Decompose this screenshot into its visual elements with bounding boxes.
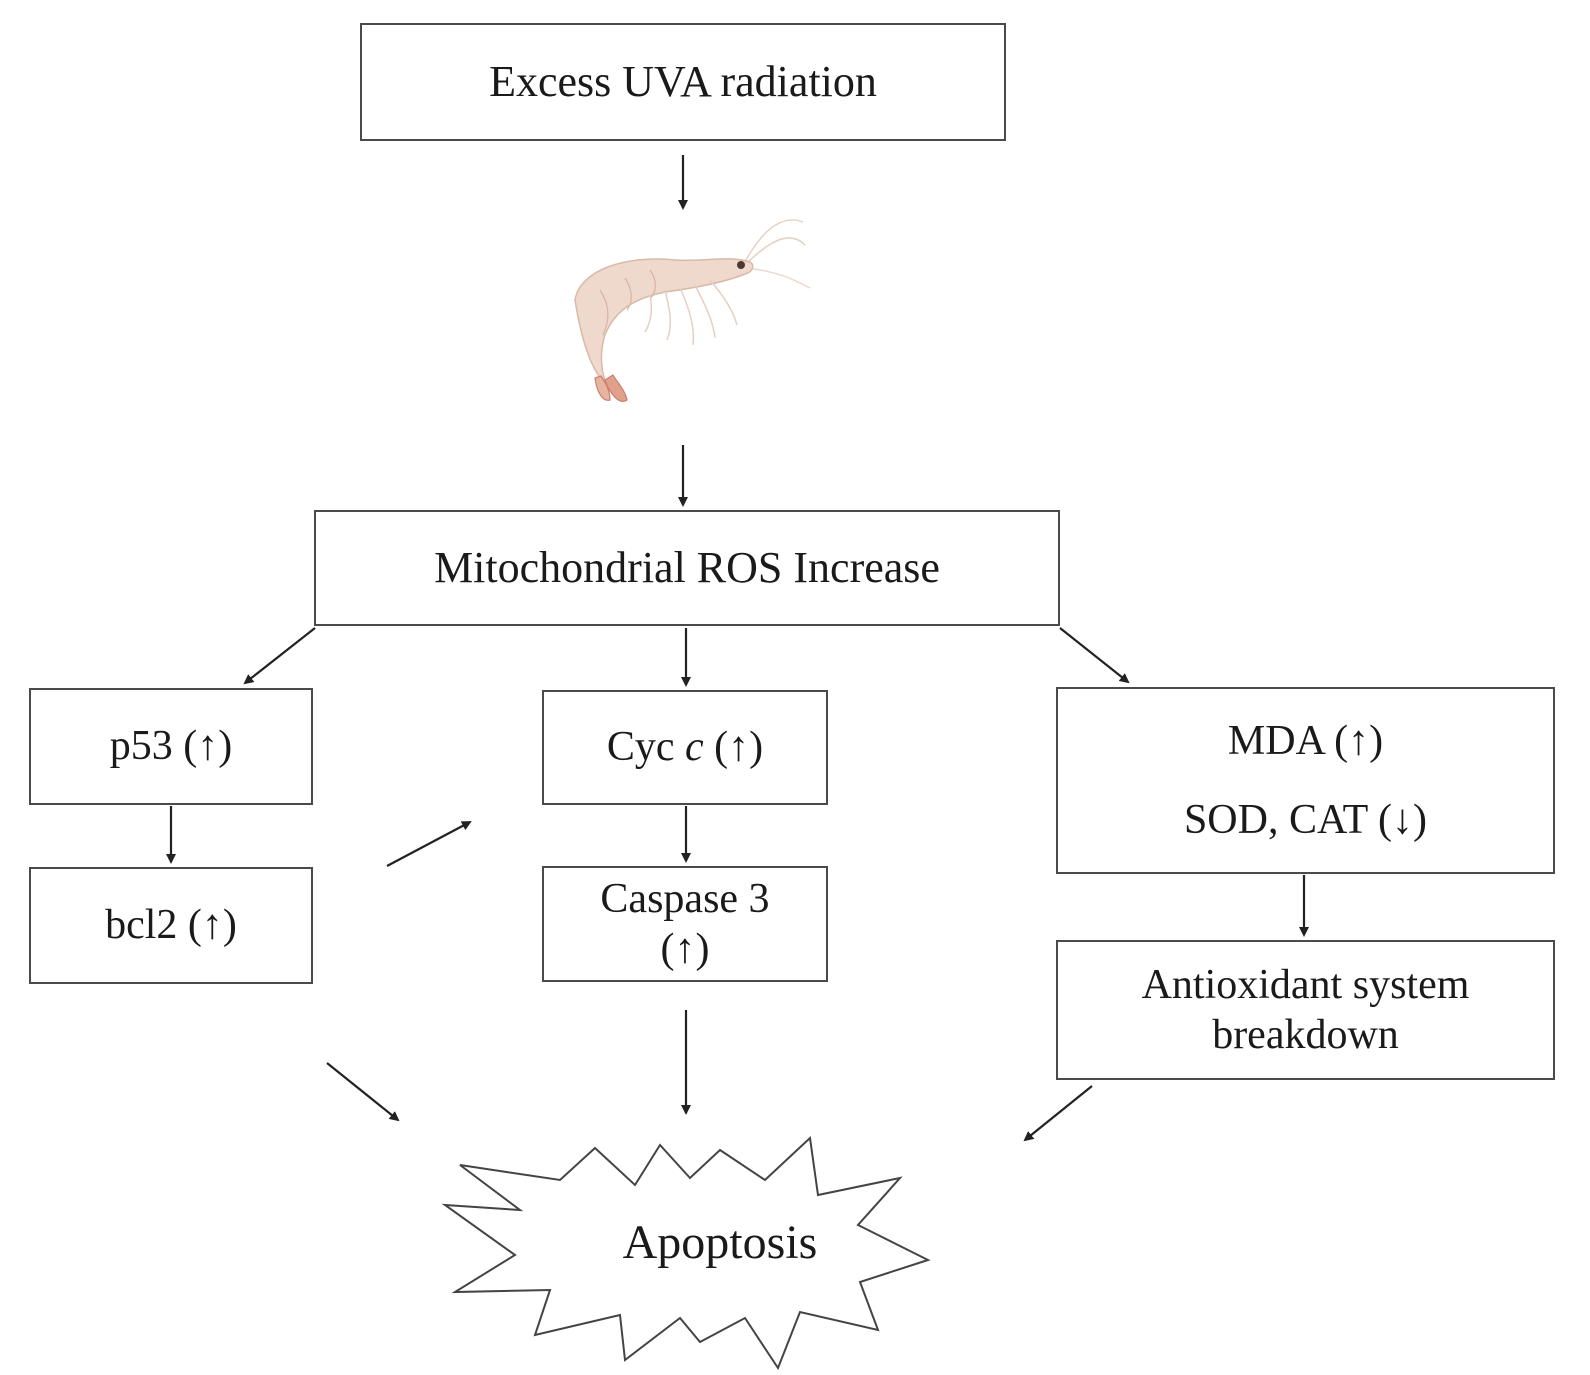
- antioxidant-line1: Antioxidant system: [1141, 961, 1470, 1008]
- sod-cat-line: SOD, CAT (↓): [1183, 796, 1428, 843]
- caspase-line1: Caspase 3: [600, 875, 770, 922]
- arrow-ros-to-p53: [243, 627, 316, 685]
- cytochrome-c-box: Cyc c (↑): [542, 690, 828, 805]
- caspase-3-box: Caspase 3 (↑): [542, 866, 828, 982]
- p53-box: p53 (↑): [29, 688, 313, 805]
- cyc-italic: c: [685, 724, 704, 771]
- caspase-line2: (↑): [660, 926, 710, 972]
- bcl2-box: bcl2 (↑): [29, 867, 313, 984]
- uva-radiation-box: Excess UVA radiation: [360, 23, 1006, 141]
- shrimp-icon: [574, 219, 811, 402]
- p53-label: p53 (↑): [109, 723, 233, 770]
- antioxidant-line2: breakdown: [1212, 1012, 1399, 1058]
- arrow-antioxidant-to-apoptosis: [1023, 1085, 1093, 1142]
- bcl2-label: bcl2 (↑): [105, 902, 237, 949]
- uva-radiation-label: Excess UVA radiation: [489, 56, 877, 106]
- arrow-ros-to-mda: [1059, 627, 1130, 684]
- mitochondrial-ros-box: Mitochondrial ROS Increase: [314, 510, 1060, 626]
- apoptosis-label: Apoptosis: [622, 1216, 818, 1269]
- mda-line: MDA (↑): [1227, 718, 1384, 765]
- antioxidant-breakdown-box: Antioxidant system breakdown: [1056, 940, 1555, 1080]
- mitochondrial-ros-label: Mitochondrial ROS Increase: [434, 542, 940, 592]
- arrow-bcl2-to-cyc: [386, 821, 472, 867]
- cytochrome-c-label: Cyc c (↑): [607, 722, 763, 772]
- cyc-prefix: Cyc: [606, 724, 685, 771]
- cyc-suffix: (↑): [703, 724, 764, 771]
- arrow-bcl2-to-apoptosis: [326, 1062, 400, 1122]
- mda-sod-cat-box: MDA (↑) SOD, CAT (↓): [1056, 687, 1555, 874]
